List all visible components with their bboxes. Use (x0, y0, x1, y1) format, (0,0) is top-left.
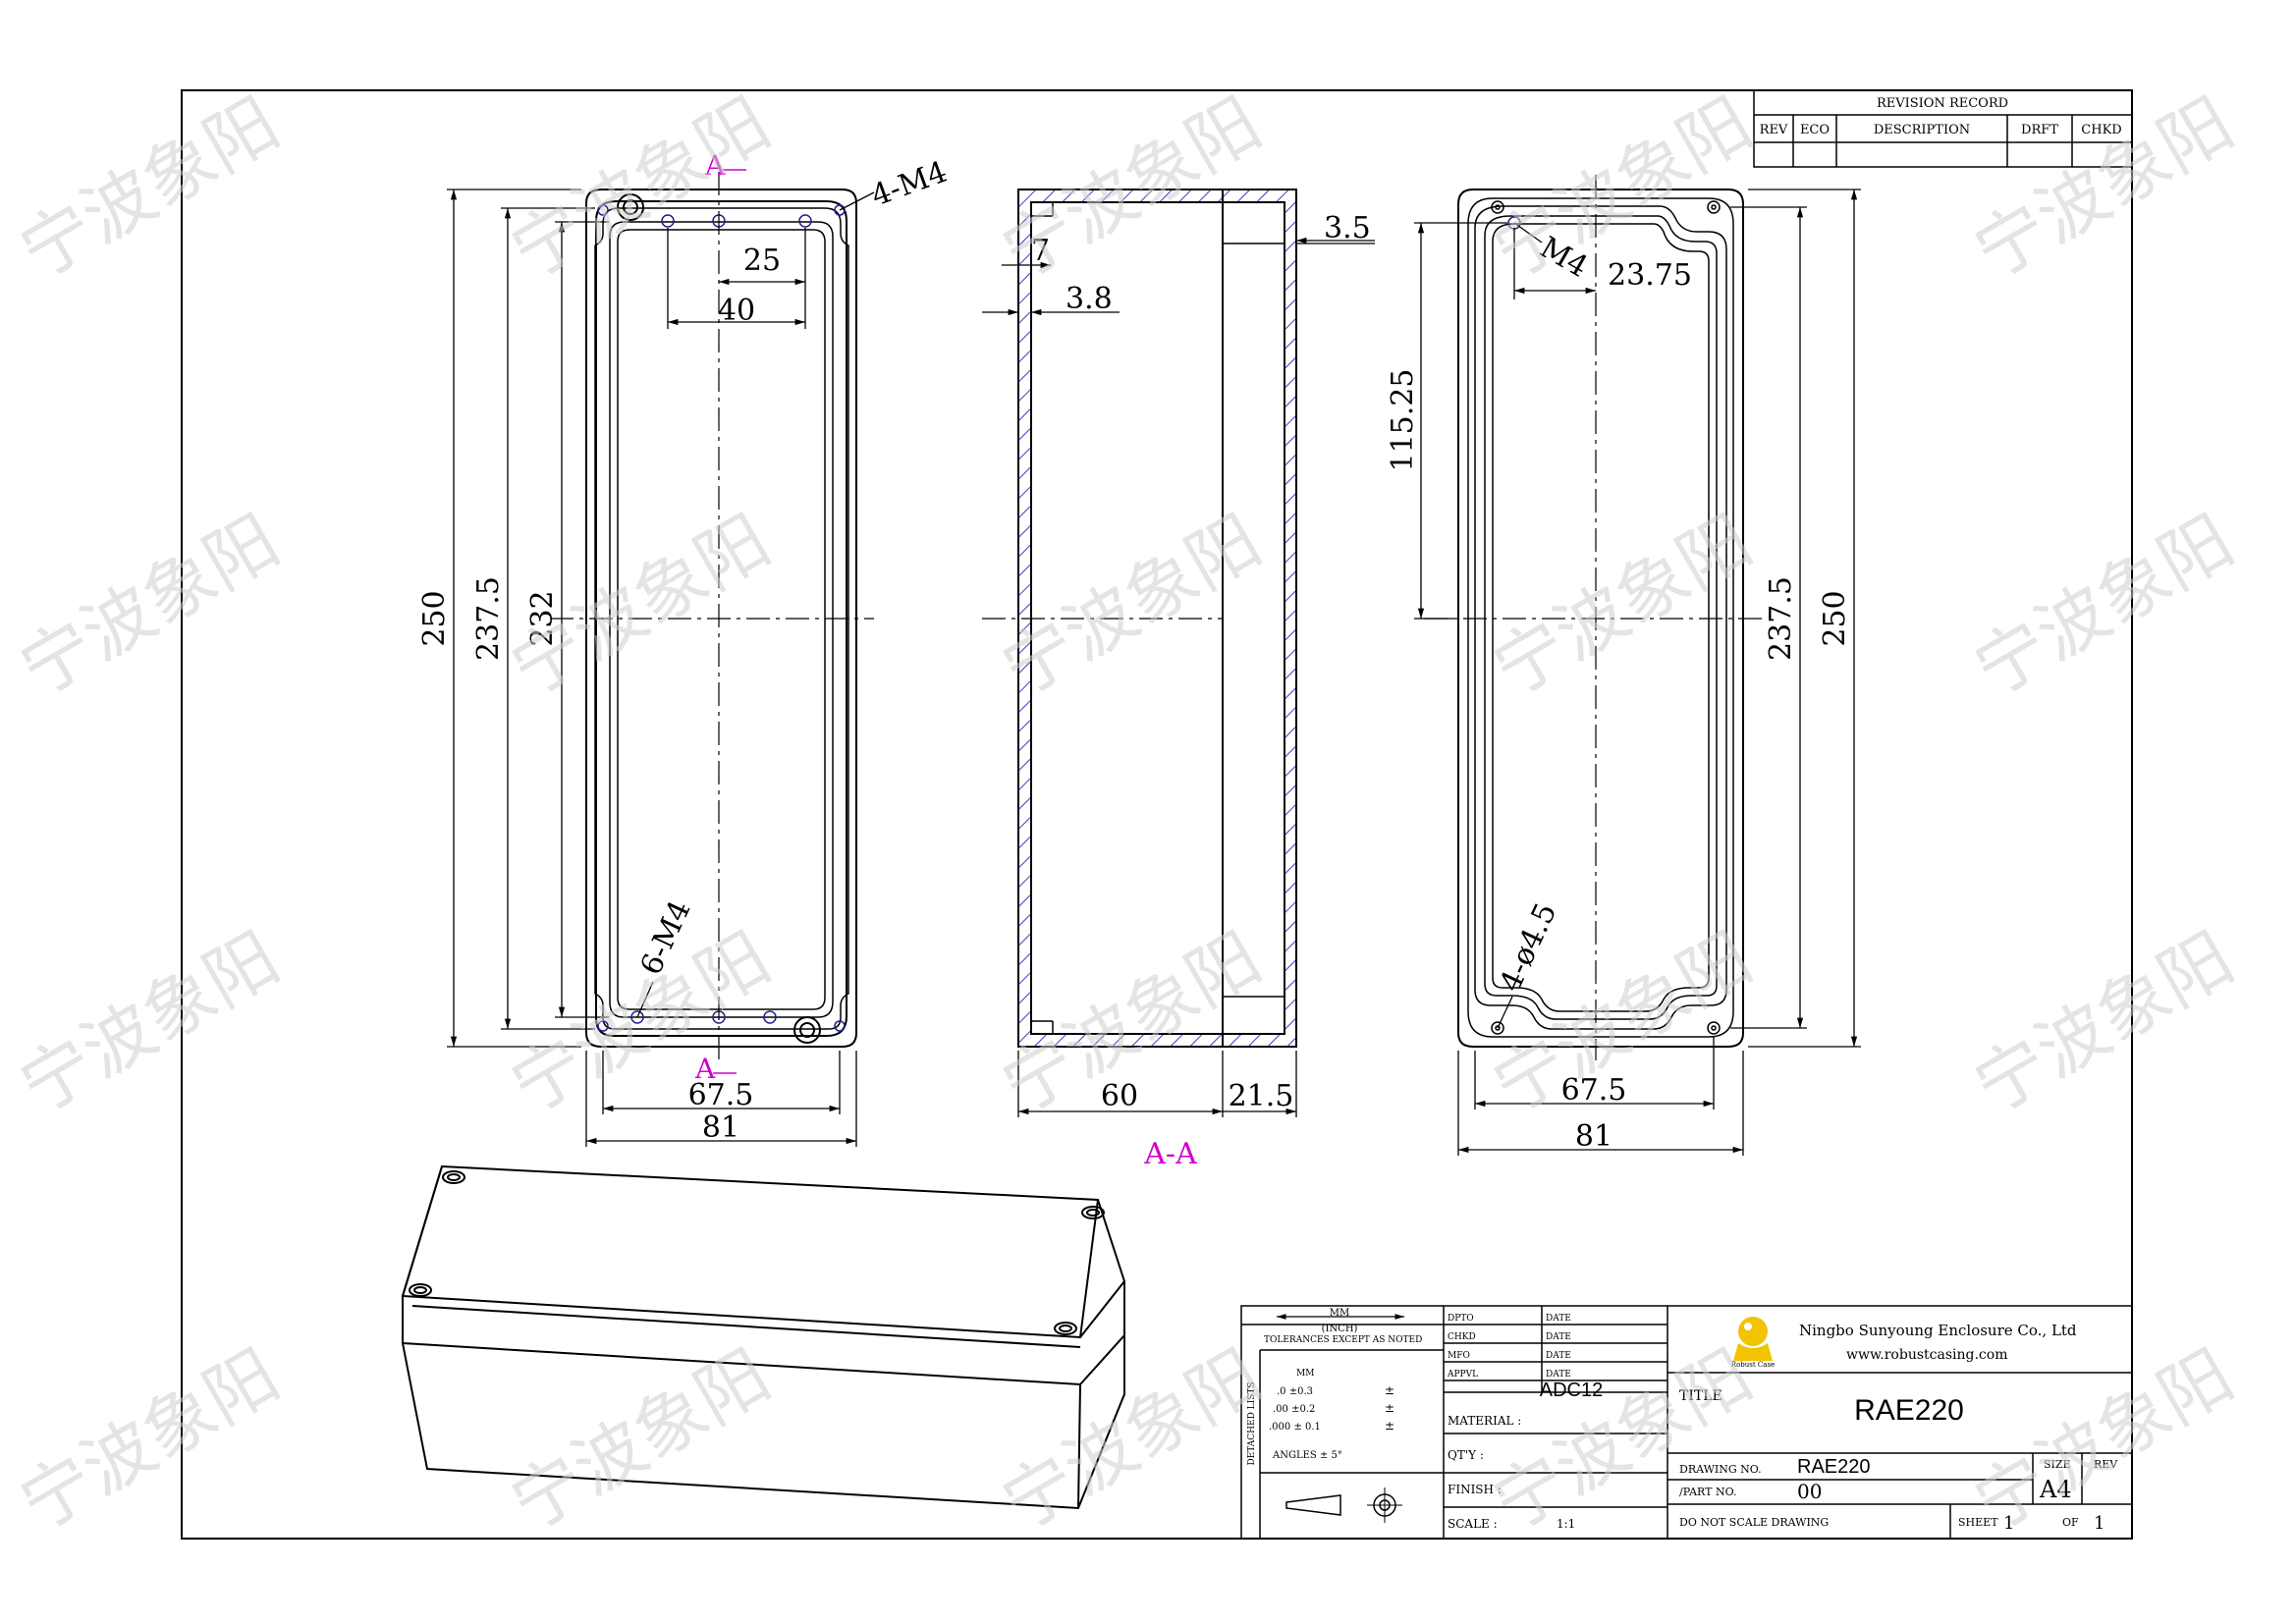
dim-hole-spacing-40: 40 (718, 294, 755, 328)
rev-label: REV (2094, 1458, 2118, 1471)
tol-row-2: .00 ±0.2 (1273, 1404, 1315, 1415)
tol-pm-3: ± (1385, 1419, 1394, 1433)
company-name: Ningbo Sunyoung Enclosure Co., Ltd (1799, 1322, 2077, 1339)
back-view (1414, 175, 1861, 1156)
watermark: 宁波象阳 (7, 81, 293, 295)
dim-front-height-237-5: 237.5 (471, 576, 506, 661)
material-label: MATERIAL : (1448, 1414, 1521, 1428)
size-label: SIZE (2044, 1458, 2071, 1471)
watermark: 宁波象阳 (7, 1333, 293, 1546)
finish-label: FINISH : (1448, 1483, 1502, 1496)
date-label-4: DATE (1546, 1370, 1571, 1380)
angles-tolerance: ANGLES ± 5° (1272, 1450, 1342, 1461)
sign-row-appvl: APPVL (1447, 1370, 1478, 1380)
rev-col-drft: DRFT (2021, 123, 2058, 137)
dim-back-height-250: 250 (1818, 590, 1852, 646)
isometric-view (401, 1164, 1125, 1510)
title-value: RAE220 (1854, 1394, 1964, 1427)
of-label: OF (2062, 1516, 2079, 1529)
watermark: 宁波象阳 (498, 1333, 784, 1546)
title-block-text: MM (INCH) TOLERANCES EXCEPT AS NOTED MM … (1247, 1308, 2118, 1534)
front-view (447, 172, 875, 1147)
title-label: TITLE (1679, 1388, 1722, 1404)
company-website: www.robustcasing.com (1846, 1347, 2007, 1363)
sheet-value: 1 (2003, 1513, 2014, 1534)
watermark: 宁波象阳 (989, 81, 1275, 295)
scale-value: 1:1 (1557, 1517, 1575, 1531)
scale-note: DO NOT SCALE DRAWING (1679, 1516, 1829, 1529)
watermark: 宁波象阳 (989, 1333, 1275, 1546)
section-label: A-A (1143, 1137, 1197, 1171)
dim-depth-21-5: 21.5 (1229, 1079, 1294, 1113)
rev-col-eco: ECO (1800, 123, 1830, 137)
section-marker-top: A (704, 149, 726, 182)
dim-front-width-67-5: 67.5 (688, 1078, 754, 1112)
size-value: A4 (2039, 1476, 2072, 1503)
scale-label: SCALE : (1448, 1517, 1498, 1531)
rev-col-chkd: CHKD (2081, 123, 2121, 137)
dim-front-height-250: 250 (417, 590, 452, 646)
dim-back-width-67-5: 67.5 (1561, 1073, 1627, 1108)
sign-row-dpto: DPTO (1448, 1314, 1474, 1324)
tol-mm-label: MM (1296, 1369, 1314, 1379)
dim-back-width-81: 81 (1575, 1119, 1613, 1154)
tol-pm-1: ± (1385, 1383, 1394, 1397)
watermark: 宁波象阳 (498, 81, 784, 295)
part-no-value: 00 (1797, 1480, 1822, 1503)
tol-row-1: .0 ±0.3 (1277, 1386, 1313, 1397)
date-label-1: DATE (1546, 1314, 1571, 1324)
dim-back-height-237-5: 237.5 (1764, 576, 1798, 661)
dim-front-height-232: 232 (525, 590, 560, 646)
tolerances-label: TOLERANCES EXCEPT AS NOTED (1264, 1335, 1422, 1345)
dim-hole-offset-23-75: 23.75 (1608, 258, 1692, 293)
tol-pm-2: ± (1385, 1401, 1394, 1415)
watermark: 宁波象阳 (1480, 499, 1766, 712)
rev-col-rev: REV (1760, 123, 1788, 137)
units-inch: (INCH) (1322, 1324, 1358, 1334)
detached-lists-label: DETACHED LISTS (1247, 1381, 1257, 1465)
section-marker-bottom: A (694, 1053, 716, 1085)
material-value: ADC12 (1540, 1380, 1603, 1401)
watermark: 宁波象阳 (1961, 81, 2247, 295)
revision-record (1753, 89, 2133, 168)
watermark: 宁波象阳 (1480, 1333, 1766, 1546)
date-label-3: DATE (1546, 1351, 1571, 1361)
sheet-label: SHEET (1958, 1516, 1998, 1529)
rev-col-description: DESCRIPTION (1874, 123, 1970, 137)
logo-text: Robust Case (1731, 1361, 1775, 1369)
watermark: 宁波象阳 (1961, 916, 2247, 1129)
revision-record-title: REVISION RECORD (1877, 96, 2008, 111)
watermark: 宁波象阳 (7, 916, 293, 1129)
sign-row-chkd: CHKD (1448, 1332, 1476, 1342)
dim-wall-3-8: 3.8 (1066, 282, 1113, 316)
company-logo: Robust Case (1731, 1317, 1775, 1369)
units-mm: MM (1330, 1308, 1349, 1319)
part-no-label: /PART NO. (1679, 1486, 1736, 1498)
watermark: 宁波象阳 (1961, 499, 2247, 712)
watermark: 宁波象阳 (7, 499, 293, 712)
drawing-no-label: DRAWING NO. (1679, 1463, 1762, 1476)
dim-depth-60: 60 (1101, 1079, 1138, 1113)
dim-front-width-81: 81 (702, 1110, 739, 1145)
title-block (1240, 1305, 2133, 1540)
tol-row-3: .000 ± 0.1 (1269, 1422, 1321, 1433)
drawing-no-value: RAE220 (1797, 1456, 1871, 1478)
date-label-2: DATE (1546, 1332, 1571, 1342)
callout-top-holes: 4-M4 (867, 155, 952, 214)
callout-holes-4-5: 4-ø4.5 (1494, 897, 1564, 997)
sign-row-mfo: MFO (1448, 1351, 1470, 1361)
section-view: 3.5 7 3.8 60 21.5 A-A (982, 189, 1375, 1171)
revision-record-text: REVISION RECORD REV ECO DESCRIPTION DRFT… (1760, 96, 2122, 137)
dim-top-wall-3-5: 3.5 (1324, 211, 1371, 245)
dim-lip-7: 7 (1031, 234, 1050, 268)
of-value: 1 (2094, 1513, 2105, 1534)
qty-label: QT'Y : (1448, 1448, 1484, 1462)
drawing-border (181, 89, 2133, 1540)
dim-hole-spacing-25: 25 (743, 243, 781, 278)
dim-half-height-115-25: 115.25 (1386, 369, 1420, 472)
